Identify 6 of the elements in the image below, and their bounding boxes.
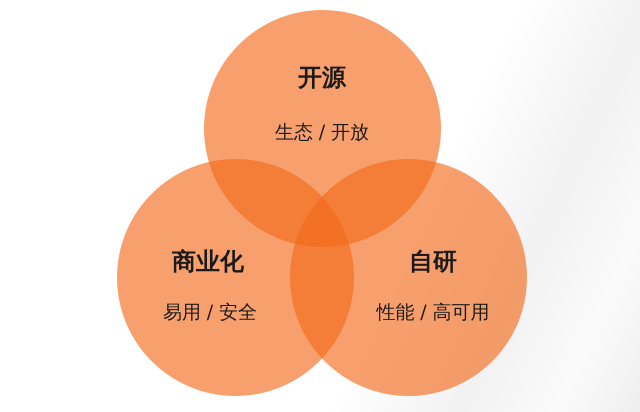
circle-title: 开源: [298, 64, 346, 92]
circle-title: 自研: [409, 248, 457, 276]
circle-subtitle: 性能 / 高可用: [376, 302, 490, 324]
circle-title: 商业化: [172, 248, 244, 276]
circle-subtitle: 易用 / 安全: [162, 302, 258, 324]
circle-subtitle: 生态 / 开放: [274, 122, 370, 144]
